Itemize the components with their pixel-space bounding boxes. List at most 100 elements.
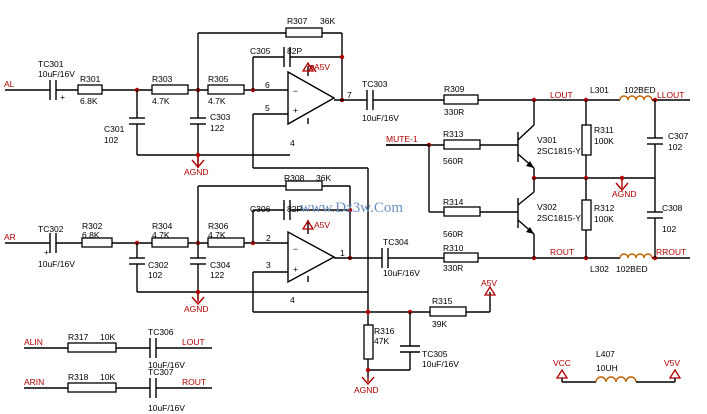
v301-value: 2SC1815-Y (537, 146, 581, 156)
r303-value: 4.7K (152, 96, 170, 106)
net-mute: MUTE-1 (386, 134, 418, 144)
svg-text:−: − (293, 244, 298, 254)
r315-value: 39K (432, 319, 447, 329)
l302-value: 102BED (616, 264, 648, 274)
u1-pin6: 6 (265, 80, 270, 90)
r315-resistor (429, 306, 467, 317)
tc303-name: TC303 (362, 79, 388, 89)
u2-pin1: 1 (340, 248, 345, 258)
net-llout: LLOUT (657, 90, 684, 100)
net-ar: AR (4, 232, 16, 242)
net-lout-1: LOUT (550, 90, 573, 100)
a5v-symbol-1 (301, 61, 315, 72)
u1-pin4: 4 (290, 138, 295, 148)
net-lout-3: LOUT (182, 337, 205, 347)
net-agnd-1: AGND (184, 167, 209, 177)
r307-value: 36K (320, 16, 335, 26)
r303-name: R303 (152, 74, 173, 84)
svg-text:+: + (293, 105, 298, 115)
u2-pin2: 2 (266, 233, 271, 243)
r318-value: 10K (100, 372, 115, 382)
c301-value: 102 (104, 135, 118, 145)
top-channel: + (5, 27, 690, 178)
r302-value: 6.8K (82, 230, 100, 240)
net-rrout: RROUT (656, 247, 686, 257)
l407-inductor (595, 376, 637, 383)
tc306-name: TC306 (148, 327, 174, 337)
l407-name: L407 (596, 349, 615, 359)
watermark: www.Dz3w.Com (300, 200, 403, 216)
r306-name: R306 (208, 221, 229, 231)
agnd-symbol-2 (615, 182, 629, 192)
tc307-name: TC307 (148, 367, 174, 377)
r308-value: 36K (316, 173, 331, 183)
net-agnd-2: AGND (612, 189, 637, 199)
r305-resistor (207, 84, 245, 95)
r313-resistor (443, 139, 481, 150)
c304-name: C304 (210, 260, 231, 270)
tc303-value: 10uF/16V (362, 113, 399, 123)
r316-value: 47K (374, 336, 389, 346)
r302-name: R302 (82, 221, 103, 231)
u2-pin3: 3 (266, 260, 271, 270)
net-rout-1: ROUT (550, 247, 574, 257)
tc304-name: TC304 (383, 237, 409, 247)
tc301-value: 10uF/16V (38, 69, 75, 79)
r311-resistor (581, 124, 592, 156)
l302-name: L302 (590, 264, 609, 274)
c302-name: C302 (148, 260, 169, 270)
net-vcc: VCC (553, 358, 571, 368)
a5v-symbol-3 (483, 285, 497, 296)
tc301-name: TC301 (38, 59, 64, 69)
net-agnd-4: AGND (354, 385, 379, 395)
tc306-value: 10uF/16V (148, 360, 185, 370)
net-agnd-3: AGND (184, 304, 209, 314)
c304-value: 122 (210, 270, 224, 280)
net-a5v-3: A5V (481, 278, 497, 288)
r307-name: R307 (287, 16, 308, 26)
v5v-symbol (668, 368, 682, 379)
c302-value: 102 (148, 270, 162, 280)
u1-pin5: 5 (265, 103, 270, 113)
tc302-name: TC302 (38, 224, 64, 234)
c307-value: 102 (668, 142, 682, 152)
r306-value: 4.7K (208, 230, 226, 240)
r313-value: 560R (443, 156, 463, 166)
c303-name: C303 (210, 112, 231, 122)
svg-text:+: + (44, 247, 49, 257)
c306-name: C306 (250, 204, 271, 214)
net-a5v-2: A5V (314, 220, 330, 230)
tc307-value: 10uF/16V (148, 403, 185, 413)
r312-resistor (581, 199, 592, 231)
r304-name: R304 (152, 221, 173, 231)
r316-resistor (363, 324, 374, 360)
r318-name: R318 (68, 372, 89, 382)
tc301-capacitor: + (48, 80, 65, 102)
r314-value: 560R (443, 229, 463, 239)
l301-name: L301 (590, 85, 609, 95)
c303-value: 122 (210, 123, 224, 133)
net-arin: ARIN (24, 377, 44, 387)
net-a5v-1: A5V (314, 62, 330, 72)
r314-resistor (443, 206, 481, 217)
tc302-capacitor: + (44, 233, 57, 257)
a5v-symbol-2 (301, 219, 315, 230)
r317-resistor (67, 342, 117, 353)
r301-value: 6.8K (80, 96, 98, 106)
agnd-symbol-1 (191, 159, 205, 169)
c308-value: 102 (662, 224, 676, 234)
c305-value: 82P (287, 46, 302, 56)
supply-filter (555, 368, 682, 383)
r309-resistor (443, 94, 479, 105)
net-al: AL (4, 79, 15, 89)
net-v5v: V5V (664, 358, 680, 368)
r310-name: R310 (443, 243, 464, 253)
c307-name: C307 (668, 131, 689, 141)
u1-pin7: 7 (347, 90, 352, 100)
aux-outputs (24, 338, 212, 398)
r301-resistor (77, 84, 103, 95)
r313-name: R313 (443, 129, 464, 139)
r318-resistor (67, 382, 117, 393)
r311-name: R311 (594, 125, 614, 135)
svg-text:−: − (293, 86, 298, 96)
